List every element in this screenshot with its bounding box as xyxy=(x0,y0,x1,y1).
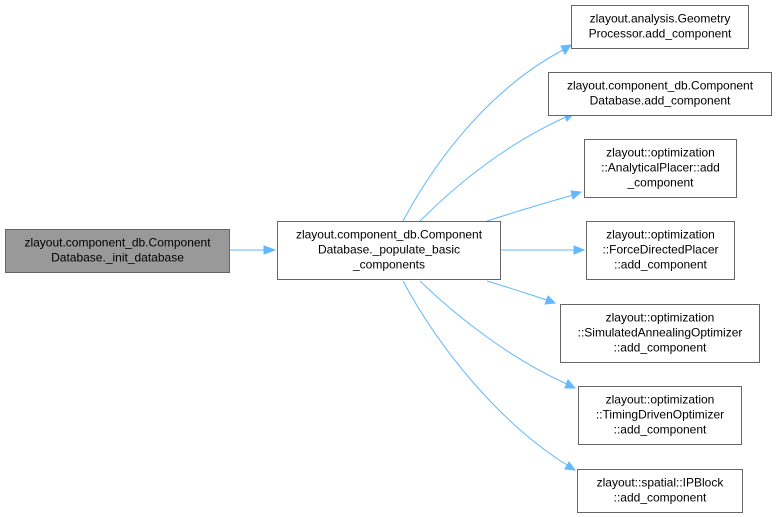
node-compdb[interactable]: zlayout.component_db.ComponentDatabase.a… xyxy=(548,72,772,116)
edge-populate-to-analytical xyxy=(486,190,583,222)
node-label-line: _component xyxy=(626,176,694,190)
node-box xyxy=(571,5,749,49)
edge-arrowhead xyxy=(544,295,557,305)
edge-arrowhead xyxy=(573,245,586,255)
node-label-line: zlayout.component_db.Component xyxy=(24,236,211,250)
node-label-line: ::add_component xyxy=(614,258,707,272)
edge-arrowhead xyxy=(564,379,577,389)
node-box xyxy=(548,72,772,116)
edge-populate-to-force xyxy=(499,245,586,255)
node-ipblock[interactable]: zlayout::spatial::IPBlock::add_component xyxy=(577,469,743,513)
edge-populate-to-ipblock xyxy=(402,280,577,471)
node-label-line: zlayout::optimization xyxy=(606,146,715,160)
node-box xyxy=(560,304,760,363)
edge-arrowhead xyxy=(564,461,577,471)
node-label-line: ::add_component xyxy=(614,491,707,505)
node-populate[interactable]: zlayout.component_db.ComponentDatabase._… xyxy=(277,221,501,280)
nodes: zlayout.component_db.ComponentDatabase._… xyxy=(5,5,772,513)
node-label-line: zlayout.analysis.Geometry xyxy=(590,12,731,26)
edge-arrowhead xyxy=(570,190,583,200)
edge-line xyxy=(419,116,567,222)
edge-arrowhead xyxy=(263,245,277,255)
edge-line xyxy=(486,194,574,222)
node-init[interactable]: zlayout.component_db.ComponentDatabase._… xyxy=(5,229,230,273)
edge-line xyxy=(419,280,568,385)
node-box xyxy=(277,221,501,280)
edge-init-to-populate xyxy=(228,245,277,255)
node-label-line: _components xyxy=(352,258,425,272)
node-box xyxy=(5,229,230,273)
edge-populate-to-annealing xyxy=(486,280,557,305)
node-label-line: Database.add_component xyxy=(590,94,731,108)
node-geom[interactable]: zlayout.analysis.GeometryProcessor.add_c… xyxy=(571,5,749,49)
node-label-line: Database._init_database xyxy=(51,251,184,265)
edge-line xyxy=(402,49,564,222)
node-label-line: zlayout::optimization xyxy=(606,311,715,325)
edge-arrowhead xyxy=(560,44,573,55)
node-label-line: zlayout::spatial::IPBlock xyxy=(597,476,725,490)
edge-line xyxy=(486,280,548,301)
edge-populate-to-compdb xyxy=(419,112,576,222)
node-label-line: zlayout.component_db.Component xyxy=(296,228,483,242)
node-box xyxy=(584,139,737,198)
node-label-line: zlayout::optimization xyxy=(606,228,715,242)
node-label-line: Processor.add_component xyxy=(589,27,732,41)
node-annealing[interactable]: zlayout::optimization::SimulatedAnnealin… xyxy=(560,304,760,363)
node-box xyxy=(577,469,743,513)
node-timing[interactable]: zlayout::optimization::TimingDrivenOptim… xyxy=(578,386,742,445)
node-label-line: ::SimulatedAnnealingOptimizer xyxy=(578,326,743,340)
node-box xyxy=(586,221,735,280)
node-label-line: Database._populate_basic xyxy=(318,243,460,257)
edge-populate-to-geom xyxy=(402,44,573,222)
edge-line xyxy=(402,280,568,466)
node-label-line: ::add_component xyxy=(614,423,707,437)
node-label-line: ::add_component xyxy=(614,341,707,355)
node-force[interactable]: zlayout::optimization::ForceDirectedPlac… xyxy=(586,221,735,280)
node-label-line: ::ForceDirectedPlacer xyxy=(602,243,718,257)
node-label-line: ::TimingDrivenOptimizer xyxy=(596,408,724,422)
edge-populate-to-timing xyxy=(419,280,577,389)
edges xyxy=(228,44,586,471)
node-box xyxy=(578,386,742,445)
node-analytical[interactable]: zlayout::optimization::AnalyticalPlacer:… xyxy=(584,139,737,198)
node-label-line: ::AnalyticalPlacer::add xyxy=(601,161,720,175)
node-label-line: zlayout.component_db.Component xyxy=(567,79,754,93)
node-label-line: zlayout::optimization xyxy=(606,393,715,407)
